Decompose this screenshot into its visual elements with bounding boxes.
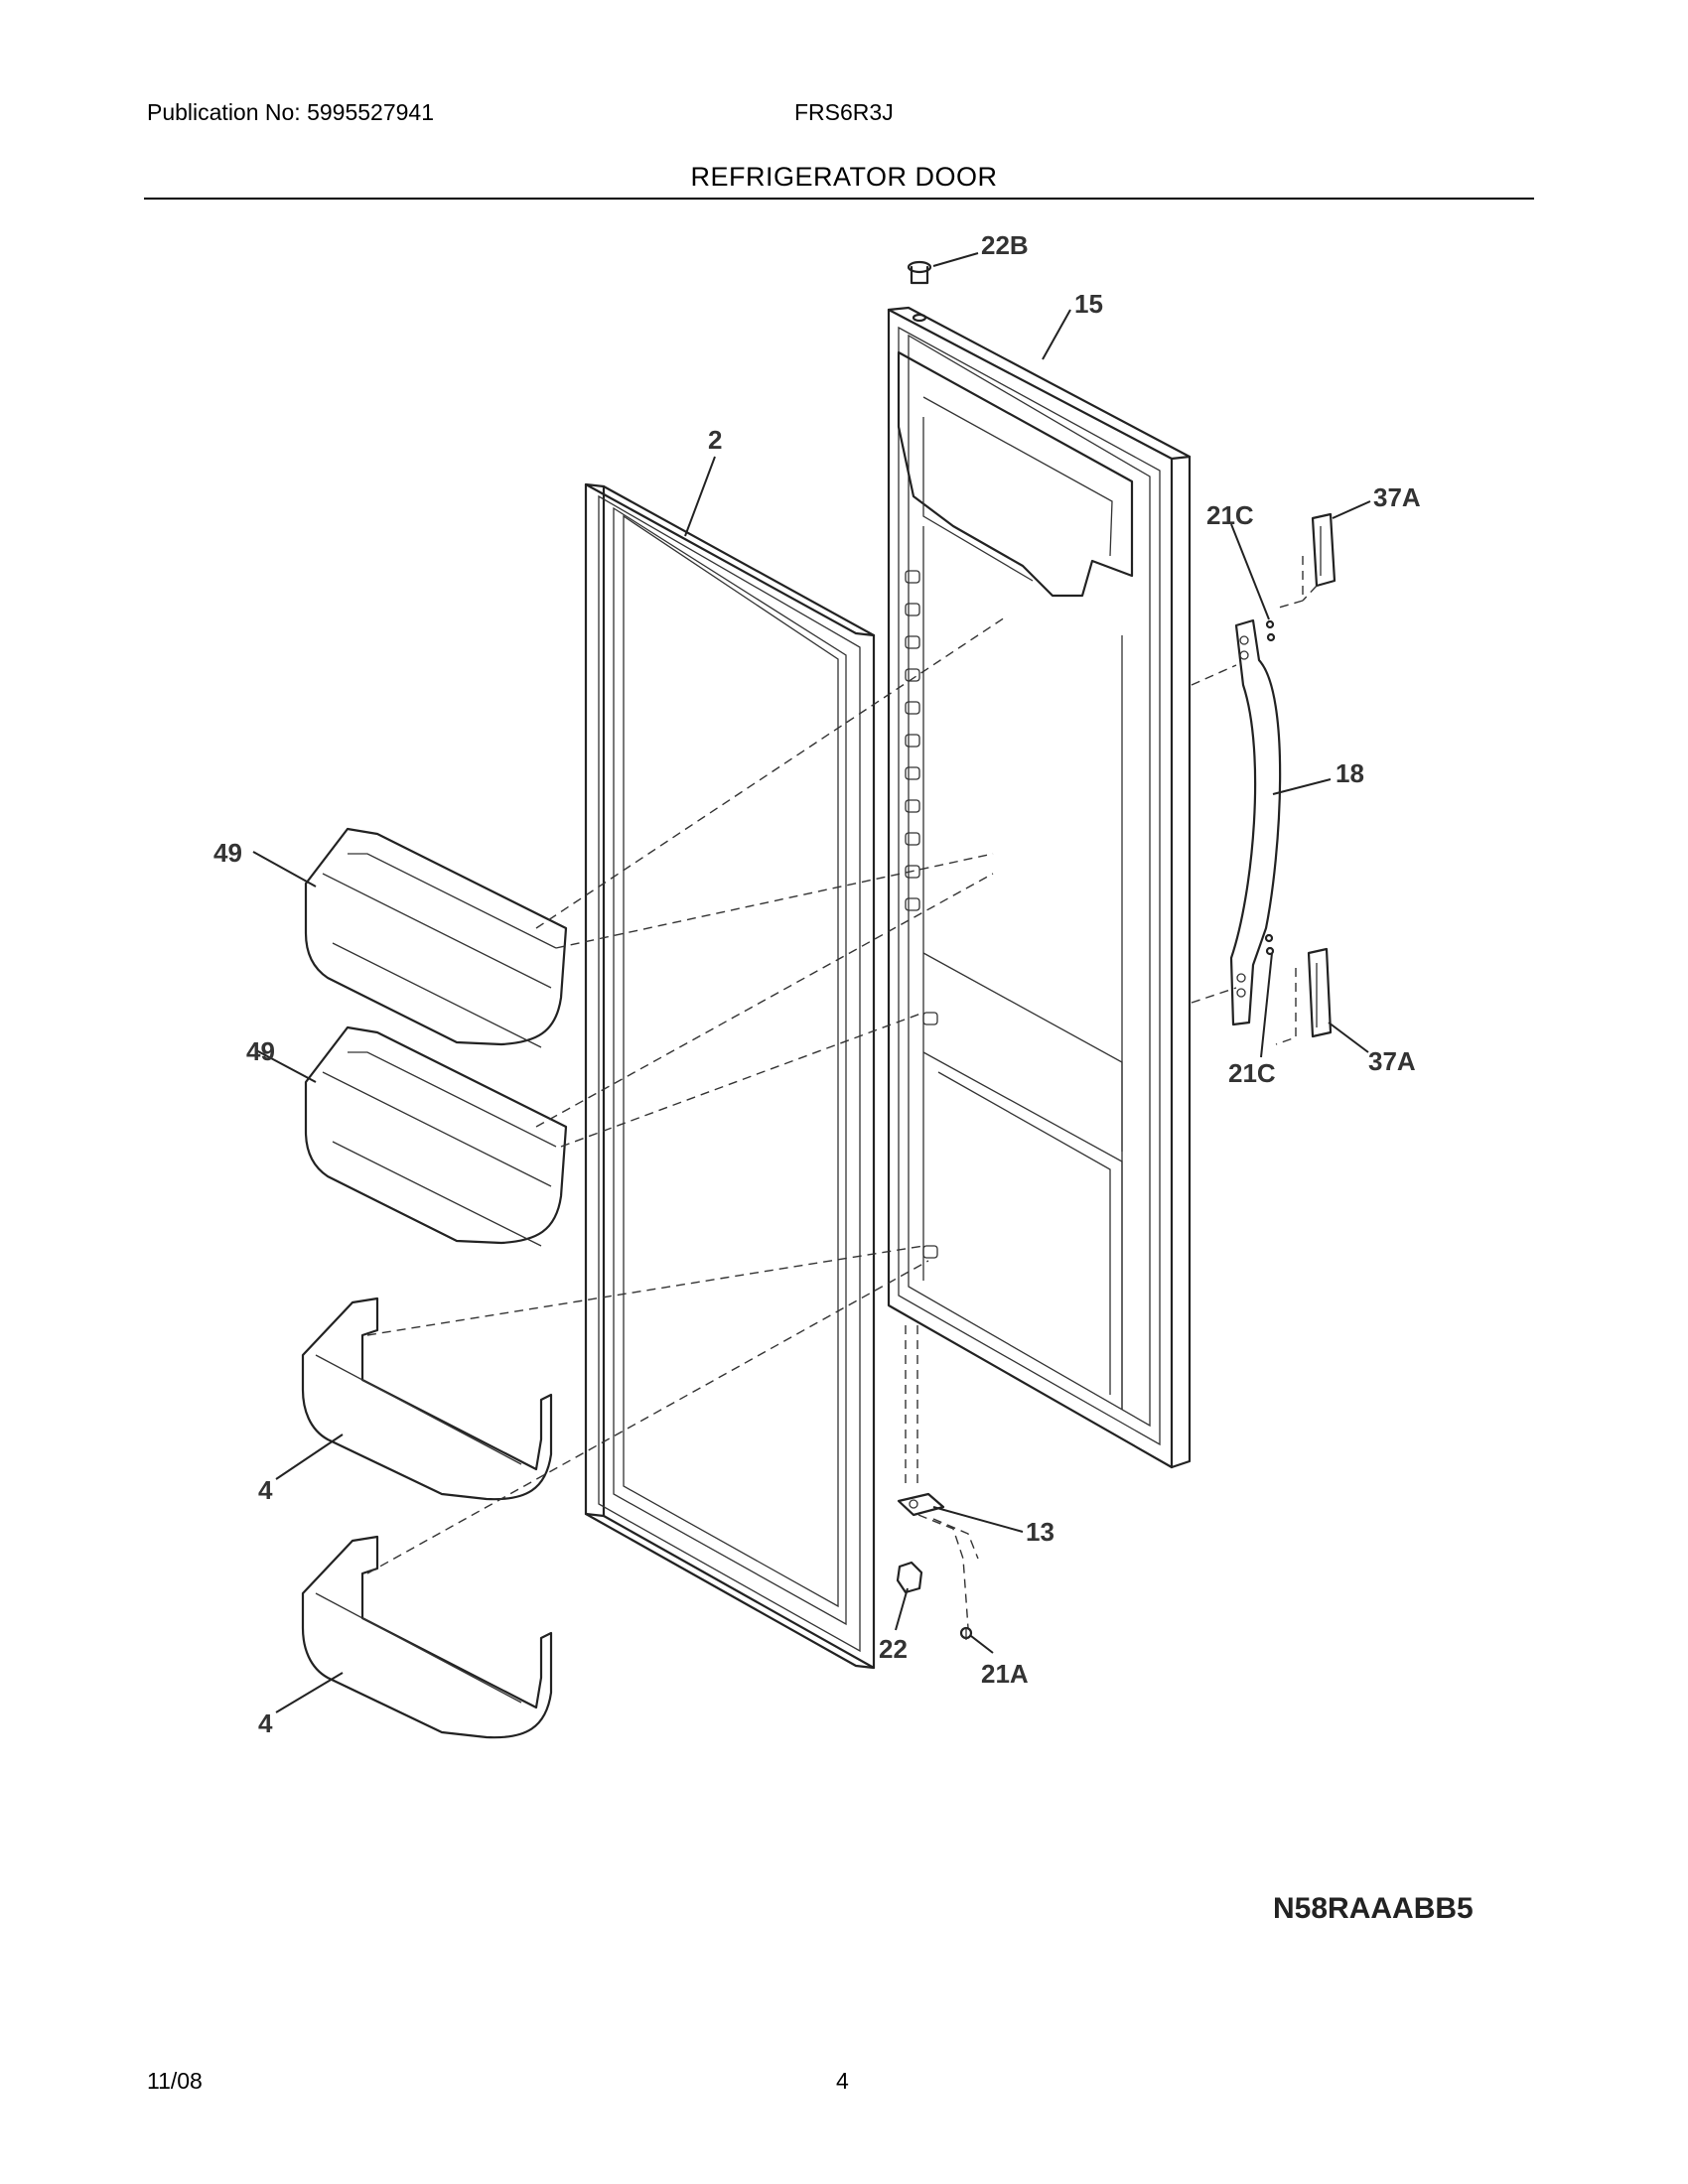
door-bin-lower <box>304 1025 568 1247</box>
page-title: REFRIGERATOR DOOR <box>690 162 998 192</box>
callout-21c-top: 21C <box>1206 500 1254 530</box>
footer-date: 11/08 <box>147 2068 203 2094</box>
callout-21c-bottom: 21C <box>1228 1058 1276 1088</box>
handle-end-caps <box>1275 512 1336 1045</box>
callout-37a-top: 37A <box>1373 482 1421 512</box>
callout-37a-bottom: 37A <box>1368 1046 1416 1076</box>
diagram-code: N58RAAABB5 <box>1273 1892 1474 1925</box>
callout-4-top: 4 <box>258 1475 273 1505</box>
callout-49-bottom: 49 <box>246 1036 275 1066</box>
door-gasket <box>584 482 876 1670</box>
title-rule <box>144 198 1534 200</box>
callout-22: 22 <box>879 1634 908 1664</box>
door-shelf-lower <box>301 1535 553 1739</box>
door-panel <box>887 306 1192 1469</box>
callout-49-top: 49 <box>213 838 242 868</box>
door-bin-upper <box>304 827 568 1048</box>
callout-labels: 22B 15 2 21C 37A 18 49 49 21C 37A 4 4 13… <box>213 230 1421 1738</box>
assembly-guide-lines <box>366 614 1009 1574</box>
top-hinge-bushing <box>907 260 932 323</box>
callout-2: 2 <box>708 425 722 455</box>
callout-22b: 22B <box>981 230 1029 260</box>
callout-18: 18 <box>1336 758 1364 788</box>
handle-screws <box>1264 619 1276 956</box>
callout-21a: 21A <box>981 1659 1029 1689</box>
door-shelf-upper <box>301 1297 553 1501</box>
door-handle <box>1191 618 1282 1026</box>
bottom-hinge-parts <box>896 1325 979 1640</box>
model-number: FRS6R3J <box>794 99 894 125</box>
callout-4-bottom: 4 <box>258 1708 273 1738</box>
page-number: 4 <box>836 2068 849 2094</box>
callout-13: 13 <box>1026 1517 1055 1547</box>
publication-number: Publication No: 5995527941 <box>147 99 435 125</box>
callout-leaders <box>252 252 1371 1713</box>
callout-15: 15 <box>1074 289 1103 319</box>
